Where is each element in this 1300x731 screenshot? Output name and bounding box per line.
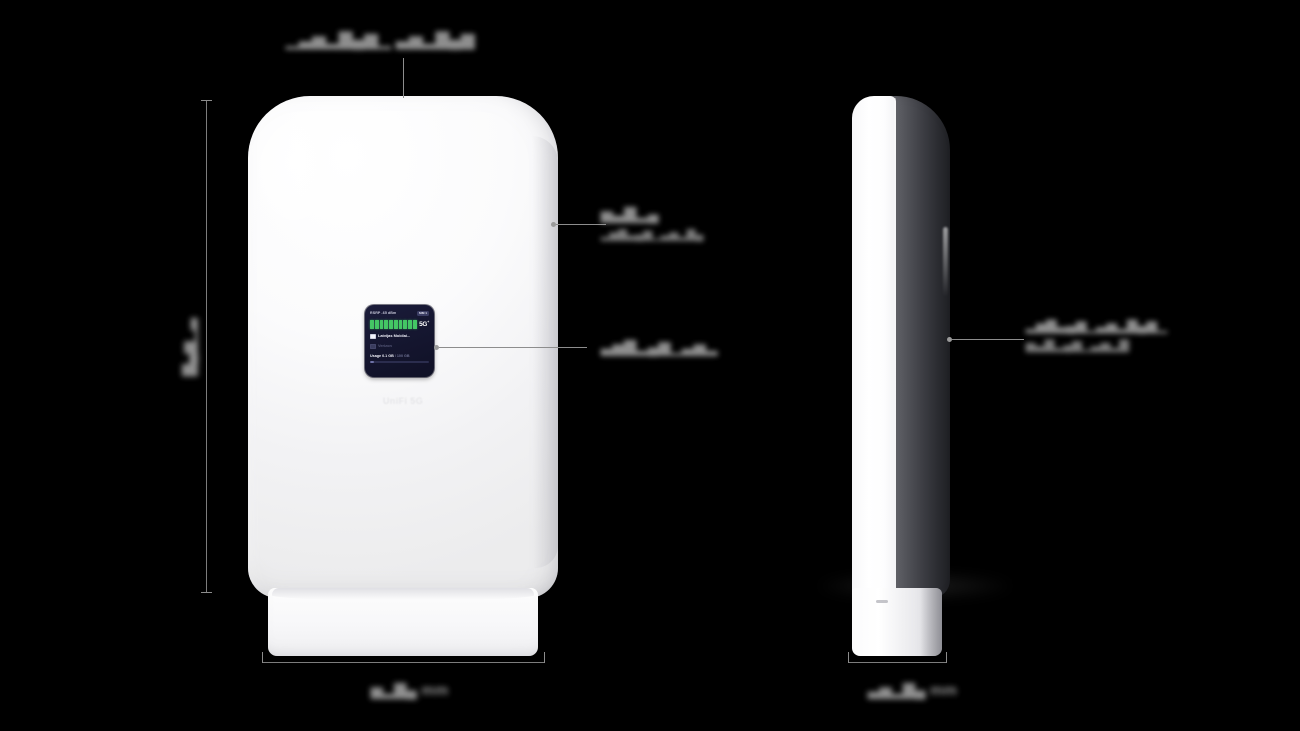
front-width-tick-left [262, 652, 263, 663]
signal-bar [393, 320, 398, 329]
carrier-secondary-label: Verizon [378, 344, 392, 348]
device-status-screen[interactable]: RSRP -65 dBm SIM 1 5G+ Latvijas Mobilai.… [365, 305, 434, 377]
network-generation-plus: + [427, 319, 429, 324]
signal-bar [370, 320, 374, 329]
callout-side-title: ▂▅▇▃▄▆▁▃▅▂▇▄▆▁ [1026, 318, 1168, 333]
callout-screen-label: ▃▅▇▂▄▆▁▃▅▂ [601, 339, 718, 356]
screen-signal-row: 5G+ [370, 320, 429, 330]
screen-status-bar: RSRP -65 dBm SIM 1 [370, 310, 429, 317]
callout-screen-anchor-dot [434, 345, 439, 350]
callout-side-subtitle: ▅▃▇▂▄▆▁▃▅▂▇ [1026, 338, 1129, 352]
sim-card-icon-secondary [370, 343, 376, 349]
callout-side-anchor-dot [947, 337, 952, 342]
side-view-stand [852, 588, 942, 656]
signal-bar [412, 320, 417, 329]
front-view-stand [268, 588, 538, 656]
carrier-row-secondary: Verizon [370, 343, 429, 350]
screen-rsrp-value: RSRP -65 dBm [370, 310, 397, 315]
side-depth-tick-left [848, 652, 849, 663]
callout-screen-leader-line [439, 347, 587, 348]
signal-strength-bars [370, 320, 417, 329]
data-usage-progress-bar [370, 360, 429, 364]
callout-top-leader-line [403, 58, 404, 98]
side-depth-dimension-rule [848, 662, 946, 663]
carrier-primary-label: Latvijas Mobilai... [378, 334, 411, 338]
device-side-front-face [852, 96, 896, 598]
side-depth-tick-right [946, 652, 947, 663]
data-usage-total: / 100 GB [394, 353, 410, 358]
callout-top-label: ▁▃▅▂▇▄▆▁ ▃▅▂▇▄▆ [286, 30, 475, 49]
signal-bar [389, 320, 393, 329]
side-stand-notch [876, 600, 888, 603]
front-width-dimension-rule [262, 662, 544, 663]
device-side-seam [894, 98, 896, 596]
front-height-dimension-rule [206, 100, 207, 592]
side-view-device [852, 96, 950, 598]
front-height-dimension-label: ▇▄▆▁▃ [180, 318, 198, 376]
signal-bar [408, 320, 412, 329]
signal-bar [384, 320, 389, 329]
signal-bar [374, 320, 379, 329]
callout-right-upper-anchor-dot [551, 222, 556, 227]
front-height-tick-bottom [201, 592, 212, 593]
callout-right-upper-subtitle: ▂▅▇▃▄▆▁▃▅▂▇▄ [601, 229, 704, 241]
callout-right-upper-leader-line [556, 224, 606, 225]
callout-side-leader-line [952, 339, 1024, 340]
signal-bar [379, 320, 384, 329]
data-usage-label: Usage 0.1 GB / 100 GB [370, 353, 429, 359]
carrier-row-primary: Latvijas Mobilai... [370, 333, 429, 340]
network-generation-label: 5G+ [419, 319, 429, 328]
data-usage-used: Usage 0.1 GB [370, 353, 394, 358]
signal-bar [403, 320, 408, 329]
product-wordmark: UniFi 5G [382, 396, 424, 406]
side-depth-dimension-label: ▃▅▂▇▄ mm [868, 682, 958, 699]
front-height-tick-top [201, 100, 212, 101]
callout-right-upper-title: ▅▃▇▂▄ [601, 206, 659, 223]
front-width-dimension-label: ▅▂▇▄ mm [371, 682, 449, 699]
screen-sim-badge: SIM 1 [416, 310, 429, 317]
sim-card-icon [370, 333, 376, 339]
device-side-rear-shell [886, 96, 950, 598]
signal-bar [398, 320, 403, 329]
front-width-tick-right [544, 652, 545, 663]
